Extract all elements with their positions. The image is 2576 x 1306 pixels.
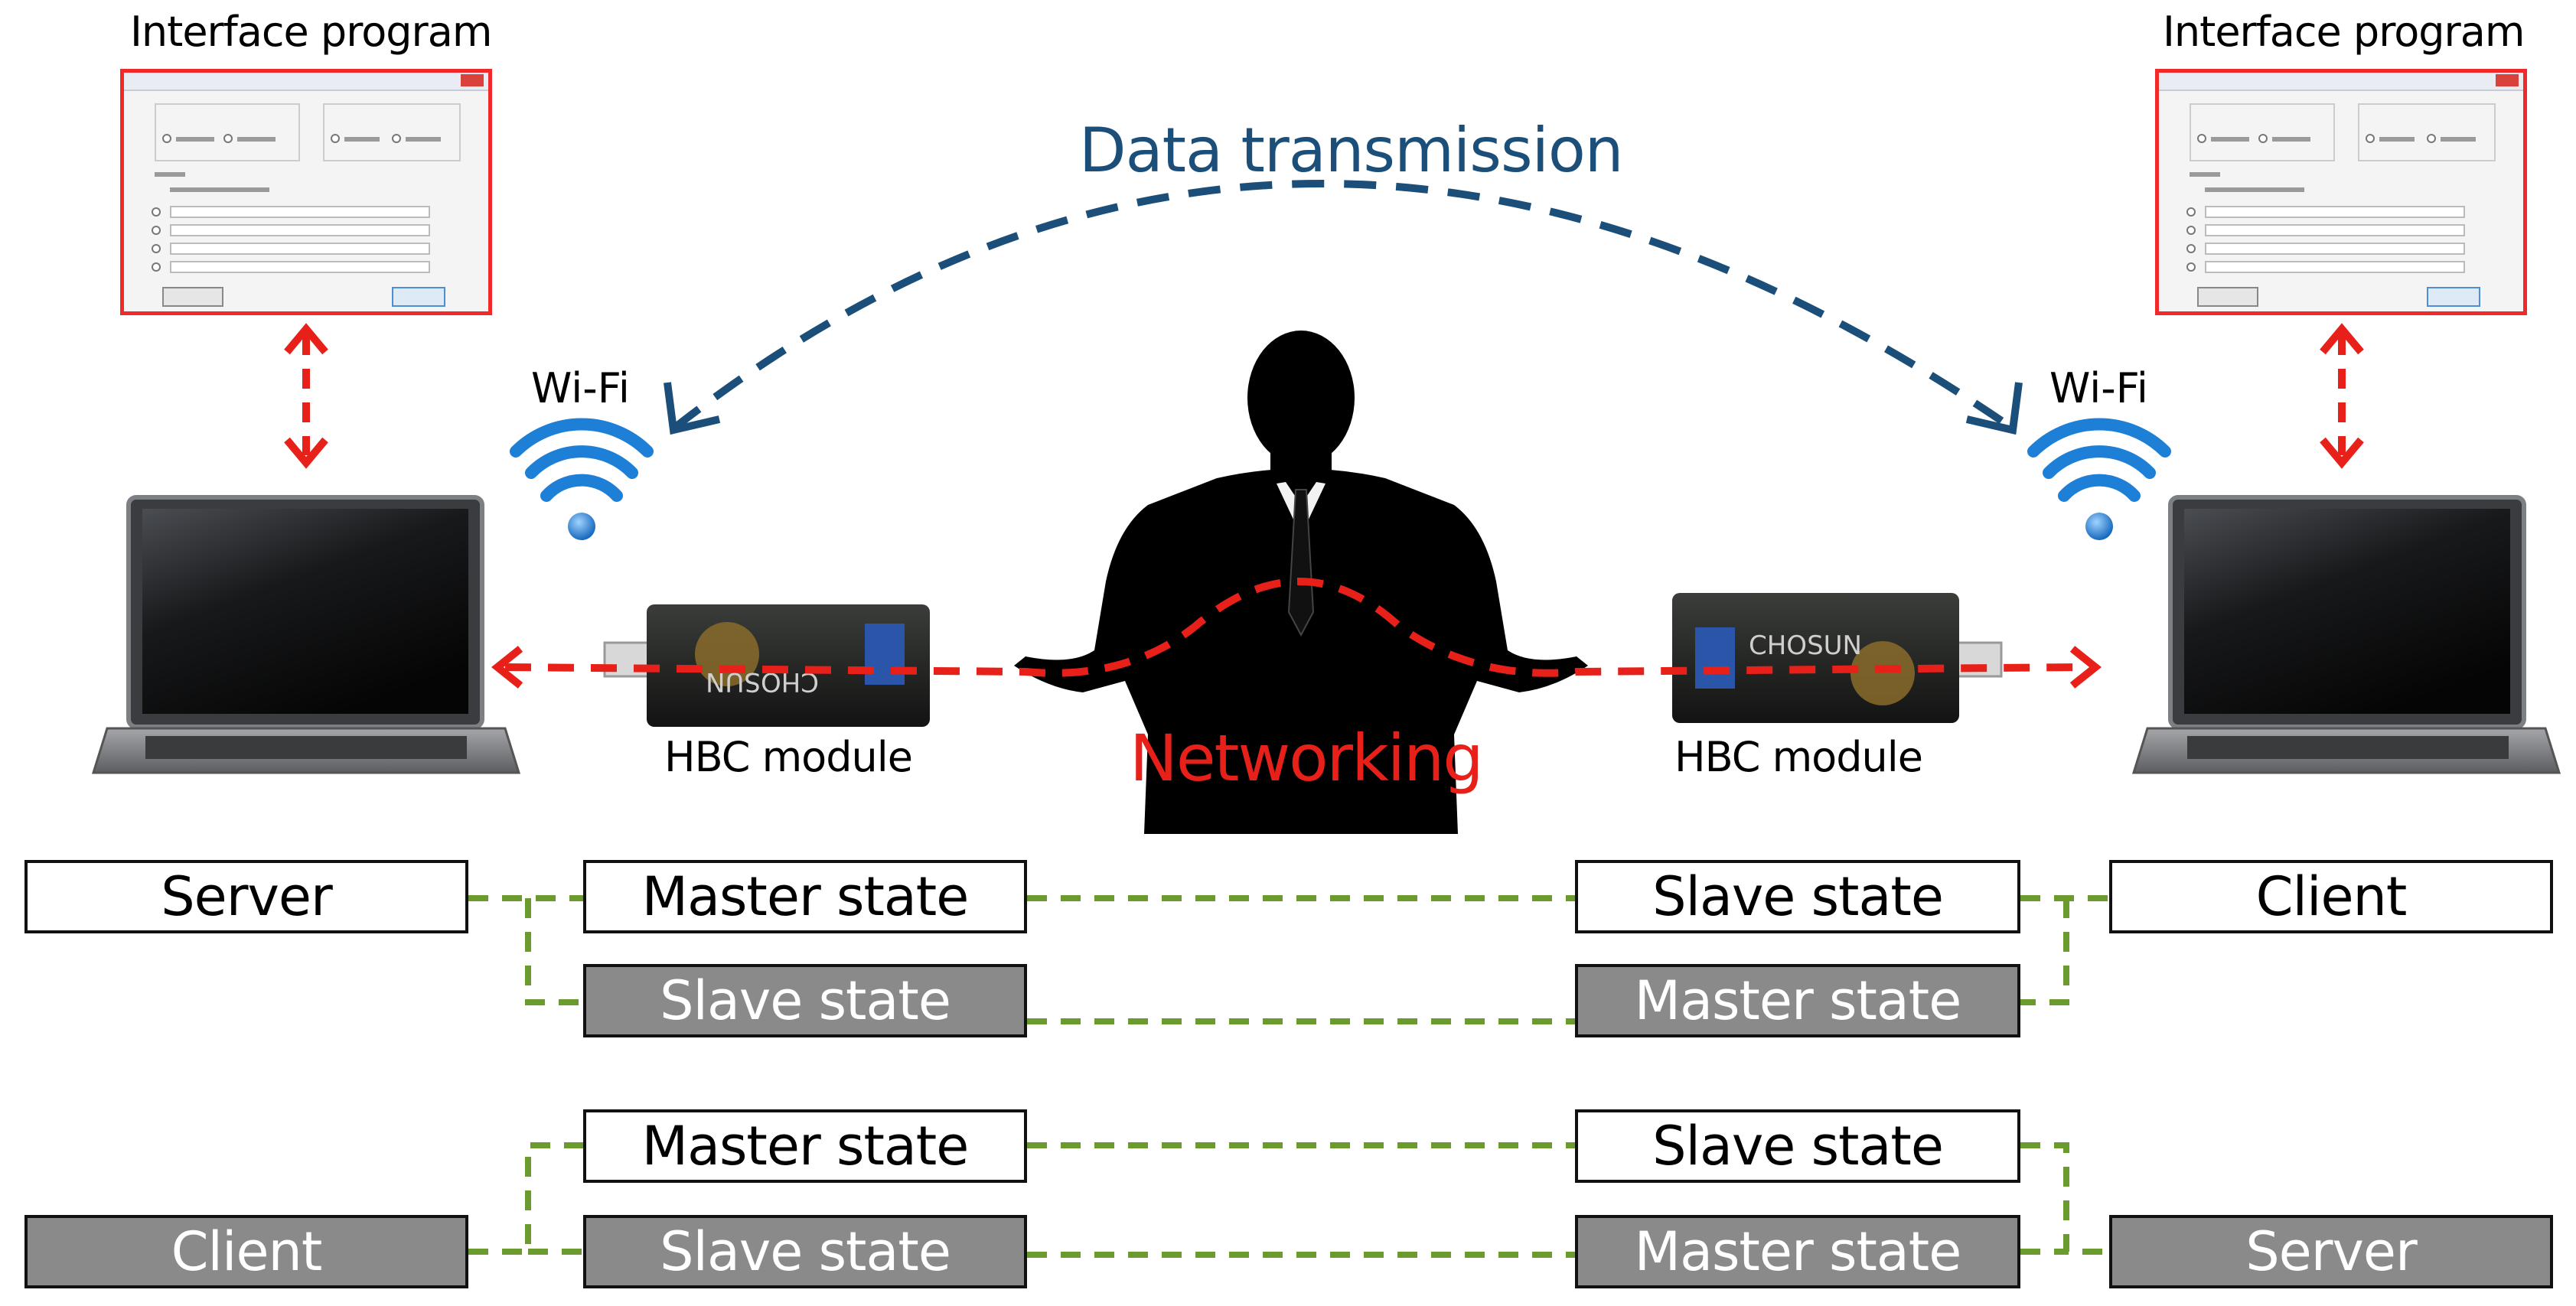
state-connectors [468, 895, 2109, 1258]
interface-window-left [120, 69, 492, 315]
interface-program-label-left: Interface program [130, 8, 492, 56]
networking-arrowheads [491, 646, 2102, 689]
hbc-module-left-icon: CHOSUN [603, 604, 930, 727]
laptop-left-icon [91, 495, 521, 774]
bottom-right-end-box: Server [2109, 1215, 2553, 1288]
bottom-left-lower-box: Slave state [583, 1215, 1027, 1288]
top-left-upper-box: Master state [583, 860, 1027, 933]
wifi-label-right: Wi-Fi [2049, 364, 2148, 412]
bottom-left-end-box: Client [24, 1215, 468, 1288]
interface-arrow-left [284, 323, 328, 469]
top-right-lower-box: Master state [1575, 964, 2020, 1037]
module-logo-right: CHOSUN [1749, 630, 1862, 661]
wifi-right-icon [2027, 418, 2171, 540]
hbc-module-label-left: HBC module [664, 733, 913, 781]
top-left-end-box: Server [24, 860, 468, 933]
data-transmission-arc [664, 180, 2023, 435]
networking-path [504, 578, 2082, 677]
wifi-left-icon [510, 418, 654, 540]
interface-program-label-right: Interface program [2163, 8, 2525, 56]
interface-arrow-right [2320, 323, 2364, 469]
laptop-right-icon [2131, 495, 2561, 774]
networking-label: Networking [1130, 721, 1484, 796]
wifi-label-left: Wi-Fi [531, 364, 630, 412]
person-silhouette-icon [1014, 331, 1588, 834]
top-right-end-box: Client [2109, 860, 2553, 933]
bottom-right-lower-box: Master state [1575, 1215, 2020, 1288]
hbc-module-right-icon: CHOSUN [1672, 593, 2003, 723]
top-left-lower-box: Slave state [583, 964, 1027, 1037]
interface-window-right [2155, 69, 2527, 315]
top-right-upper-box: Slave state [1575, 860, 2020, 933]
data-transmission-label: Data transmission [1079, 115, 1623, 186]
bottom-left-upper-box: Master state [583, 1109, 1027, 1183]
bottom-right-upper-box: Slave state [1575, 1109, 2020, 1183]
hbc-module-label-right: HBC module [1674, 733, 1923, 781]
